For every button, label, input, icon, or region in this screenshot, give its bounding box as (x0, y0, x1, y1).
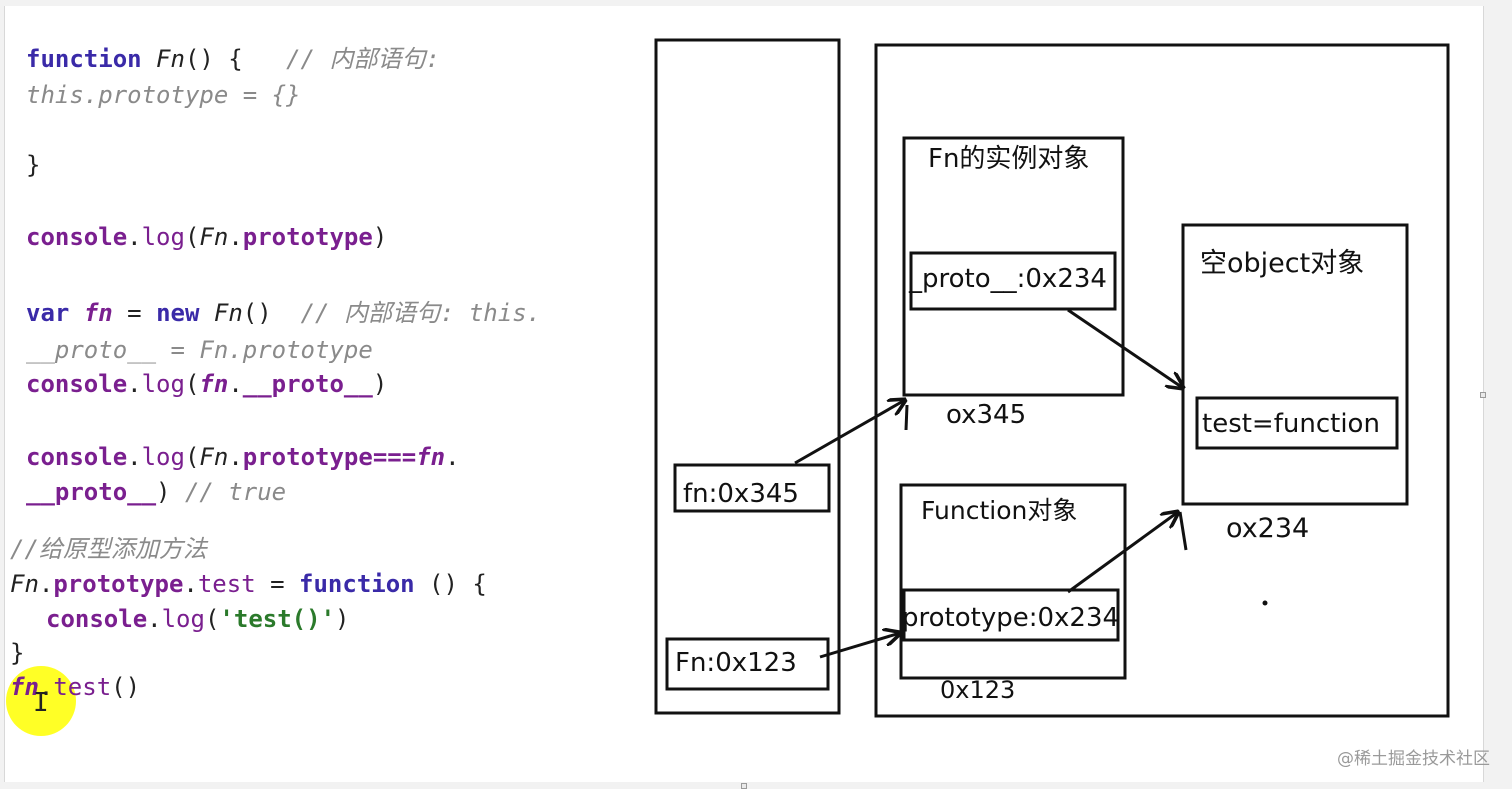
fn-name: Fn (199, 223, 229, 251)
test-method: test (53, 673, 112, 701)
assign-op: = (112, 299, 157, 327)
code-line-14: fn.test() (10, 673, 141, 701)
var-fn-box (673, 463, 831, 513)
var-Fn-box (665, 637, 830, 691)
function-object-box (899, 483, 1127, 680)
parens: () (242, 299, 272, 327)
parens: () (111, 673, 141, 701)
text-cursor-icon: I (33, 688, 49, 718)
keyword-function: function (26, 45, 142, 73)
console-obj: console (46, 605, 148, 633)
console-obj: console (26, 443, 128, 471)
code-line-13: } (10, 639, 25, 667)
stack-box (654, 38, 841, 715)
fn-name: Fn (199, 443, 229, 471)
proto-prop: __proto__ (242, 370, 373, 398)
code-line-2: this.prototype = {} (26, 81, 301, 109)
var-fn: fn (199, 370, 229, 398)
prototype-prop: prototype (53, 570, 184, 598)
var-Fn-label: Fn:0x123 (675, 648, 797, 678)
empty-object-field-box (1195, 396, 1399, 450)
code-line-4: console.log(Fn.prototype) (26, 223, 388, 251)
code-line-6: __proto__ = Fn.prototype (26, 336, 373, 364)
console-obj: console (26, 223, 128, 251)
resize-handle-right[interactable] (1480, 392, 1486, 398)
log-method: log (141, 370, 185, 398)
instance-proto-field: _proto__:0x234 (908, 264, 1107, 294)
slide-canvas (4, 6, 1484, 782)
code-line-5: var fn = new Fn() // 内部语句: this. (26, 298, 541, 328)
code-line-12: console.log('test()') (46, 605, 350, 633)
log-method: log (141, 443, 185, 471)
code-line-1: function Fn() { // 内部语句: (26, 44, 440, 74)
arrow-Fn-to-function (819, 633, 900, 659)
empty-object-box (1181, 223, 1409, 506)
code-line-8: console.log(Fn.prototype===fn. (26, 443, 460, 471)
var-fn-label: fn:0x345 (683, 479, 799, 509)
fn-name: Fn (156, 45, 185, 73)
function-object-title: Function对象 (921, 496, 1077, 525)
proto-prop: __proto__ (26, 478, 157, 506)
prototype-prop: prototype (242, 443, 373, 471)
punct: () { (414, 570, 487, 598)
code-line-3: } (26, 151, 41, 179)
keyword-function: function (299, 570, 415, 598)
var-fn: fn (10, 673, 39, 701)
function-prototype-field: prototype:0x234 (902, 603, 1119, 633)
instance-address: ox345 (946, 400, 1026, 430)
empty-object-address: ox234 (1226, 513, 1309, 544)
log-method: log (141, 223, 185, 251)
comment: // true (184, 478, 287, 506)
stray-mark (904, 404, 909, 431)
code-line-7: console.log(fn.__proto__) (26, 370, 388, 398)
arrow-proto-to-empty (1067, 308, 1183, 388)
fn-name: Fn (213, 299, 243, 327)
comment: // 内部语句: (286, 45, 440, 73)
code-line-9: __proto__) // true (26, 477, 286, 507)
string-literal: 'test()' (219, 605, 336, 633)
assign-op: = (255, 570, 300, 598)
var-fn: fn (83, 299, 113, 327)
instance-object-box (902, 136, 1125, 397)
function-address: 0x123 (940, 676, 1015, 704)
keyword-var: var (26, 299, 70, 327)
test-method: test (197, 570, 256, 598)
cursor-highlight (6, 666, 76, 736)
dot: . (445, 443, 460, 471)
instance-proto-field-box (909, 251, 1117, 311)
strict-equal-op: === (372, 443, 417, 471)
empty-object-title: 空object对象 (1200, 248, 1364, 279)
stray-mark (1178, 511, 1188, 551)
instance-object-title: Fn的实例对象 (928, 144, 1089, 174)
prototype-prop: prototype (242, 223, 373, 251)
code-line-11: Fn.prototype.test = function () { (10, 570, 487, 598)
heap-box (874, 43, 1450, 718)
watermark: @稀土掘金技术社区 (1337, 749, 1490, 769)
console-obj: console (26, 370, 128, 398)
log-method: log (161, 605, 205, 633)
paren: ) (156, 478, 171, 506)
arrow-fn-to-instance (794, 400, 905, 465)
arrow-prototype-to-empty (1067, 512, 1178, 594)
var-fn: fn (416, 443, 446, 471)
stray-dot (1262, 600, 1268, 606)
keyword-new: new (156, 299, 200, 327)
fn-name: Fn (10, 570, 39, 598)
comment: // 内部语句: this. (300, 299, 542, 327)
punct: () { (184, 45, 243, 73)
function-prototype-field-box (902, 588, 1120, 642)
empty-object-field: test=function (1202, 409, 1380, 439)
code-line-10: //给原型添加方法 (10, 535, 207, 563)
